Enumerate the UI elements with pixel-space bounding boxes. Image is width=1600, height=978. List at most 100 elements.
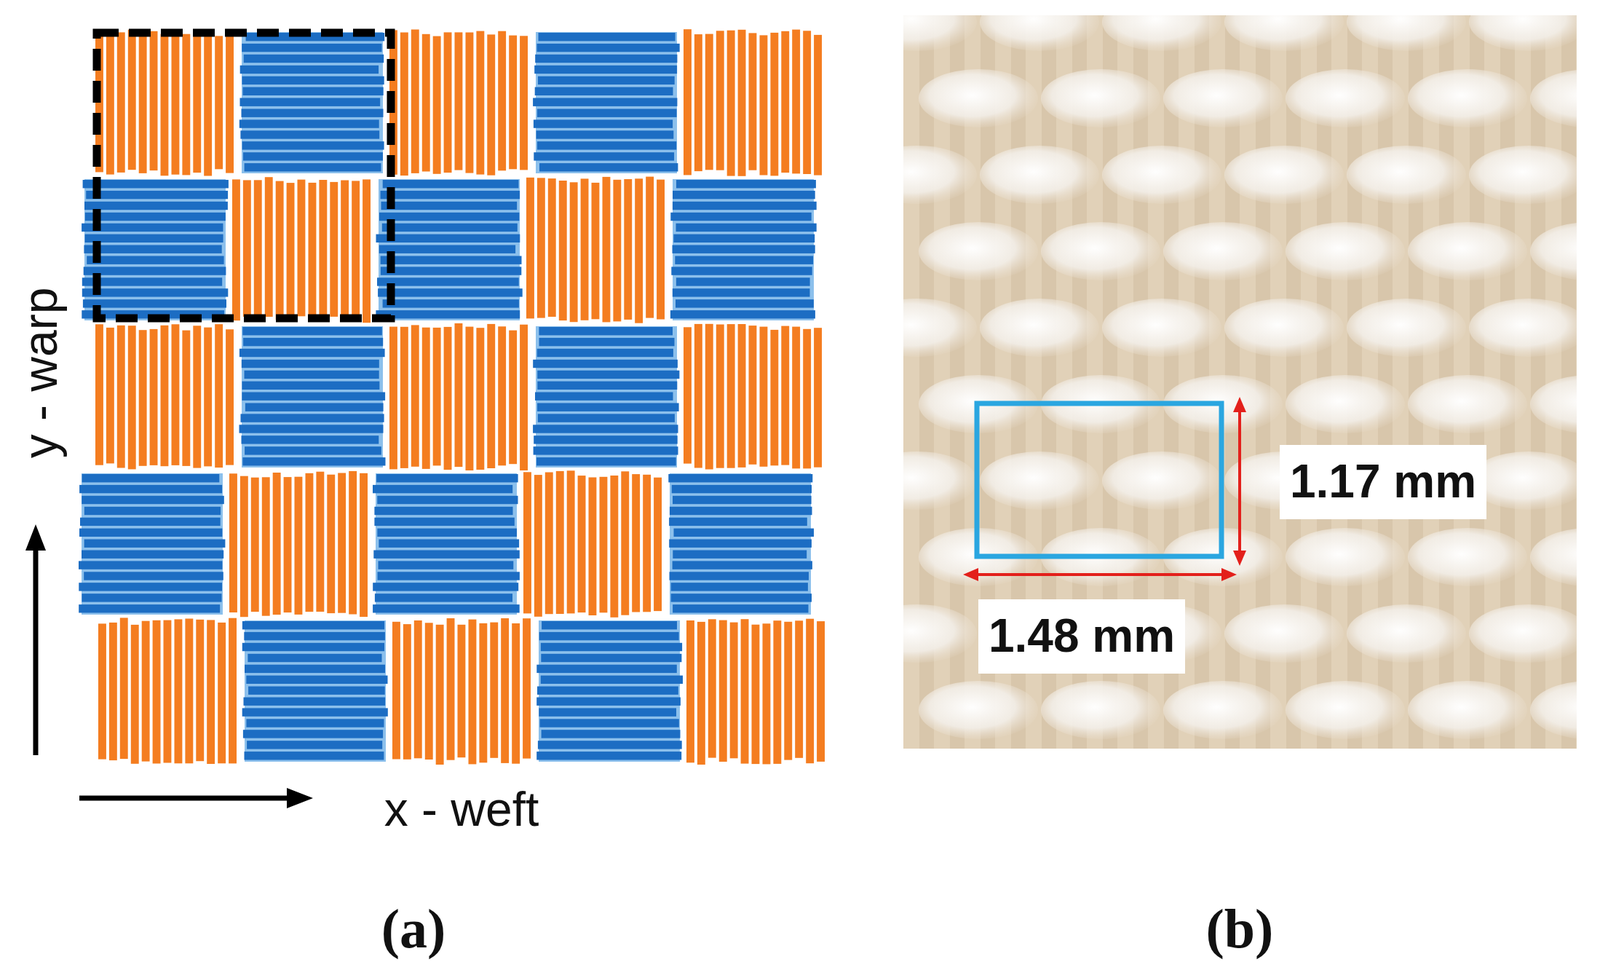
yarn-tuft	[1163, 680, 1283, 739]
weft-yarn	[247, 653, 382, 662]
warp-yarn	[117, 325, 126, 469]
weft-yarn	[85, 212, 226, 221]
warp-yarn	[297, 179, 306, 317]
unit-cell-outline	[96, 32, 391, 319]
warp-yarn	[588, 477, 597, 616]
warp-yarn	[716, 324, 725, 469]
weft-yarn	[670, 212, 811, 221]
weft-yarn	[537, 348, 674, 357]
warp-yarn	[770, 32, 779, 177]
weft-yarn	[668, 517, 808, 526]
dimension-label: 1.17 mm	[1279, 444, 1487, 520]
weft-yarn	[537, 686, 679, 695]
weft-yarn	[240, 98, 381, 107]
warp-yarn	[228, 618, 237, 764]
warp-yarn	[214, 35, 223, 169]
weft-yarn	[242, 707, 388, 716]
dimension-label: 1.48 mm	[978, 599, 1186, 674]
warp-yarn	[446, 618, 455, 760]
weft-yarn	[537, 109, 677, 118]
weft-yarn	[83, 266, 227, 275]
weft-yarn	[536, 751, 682, 760]
warp-yarn	[465, 326, 474, 471]
weft-yarn	[671, 593, 812, 602]
warp-yarn	[794, 620, 803, 758]
warp-yarn	[359, 473, 368, 617]
arrow-head	[286, 787, 314, 809]
warp-yarn	[128, 325, 137, 469]
dimension-line	[973, 572, 1226, 576]
yarn-tuft	[1468, 145, 1577, 204]
warp-yarn	[497, 31, 506, 172]
yarn-tuft	[1285, 680, 1405, 739]
warp-yarn	[181, 34, 190, 176]
weft-yarn	[80, 517, 221, 526]
weft-yarn	[244, 163, 382, 172]
weave-pattern	[78, 29, 825, 765]
weft-yarn	[240, 65, 379, 74]
yarn-tuft	[1040, 222, 1161, 281]
weft-yarn	[380, 190, 521, 199]
weft-yarn	[84, 539, 226, 548]
warp-yarn	[192, 33, 201, 174]
weft-yarn	[536, 130, 675, 139]
weft-yarn	[82, 288, 228, 297]
warp-yarn	[631, 473, 640, 612]
warp-yarn	[489, 622, 498, 758]
warp-yarn	[749, 325, 758, 465]
yarn-tuft	[1040, 69, 1161, 128]
subfigure-label: (a)	[381, 896, 447, 961]
weft-yarn	[239, 119, 380, 128]
warp-yarn	[781, 31, 790, 173]
weft-yarn	[532, 359, 678, 368]
weft-yarn	[532, 424, 678, 433]
arrow-head	[963, 567, 979, 581]
weft-yarn	[376, 234, 521, 243]
weft-yarn	[672, 495, 812, 504]
weft-yarn	[537, 76, 675, 85]
yarn-tuft	[1285, 527, 1405, 586]
warp-yarn	[283, 476, 292, 613]
warp-yarn	[184, 618, 193, 764]
weft-yarn	[374, 506, 513, 515]
warp-yarn	[195, 619, 204, 761]
weft-yarn	[533, 435, 678, 444]
warp-yarn	[537, 177, 546, 318]
weft-yarn	[533, 152, 675, 161]
weft-yarn	[83, 571, 224, 580]
warp-yarn	[519, 324, 528, 471]
weft-yarn	[537, 370, 680, 379]
yarn-tuft	[1468, 15, 1577, 51]
weft-yarn	[540, 642, 683, 651]
yarn-tuft	[1285, 222, 1405, 281]
weft-yarn	[377, 571, 520, 580]
warp-yarn	[171, 323, 180, 466]
warp-yarn	[109, 622, 118, 760]
warp-yarn	[749, 32, 758, 170]
weft-yarn	[676, 179, 817, 188]
weft-yarn	[382, 223, 518, 232]
weft-yarn	[373, 550, 520, 559]
warp-yarn	[305, 473, 314, 612]
yarn-tuft	[903, 298, 977, 357]
weft-yarn	[671, 484, 812, 493]
weft-yarn	[535, 54, 677, 63]
warp-yarn	[217, 622, 226, 763]
weft-yarn	[375, 310, 520, 319]
weft-yarn	[85, 234, 224, 243]
warp-yarn	[478, 623, 487, 763]
weft-yarn	[672, 190, 816, 199]
weft-yarn	[676, 223, 817, 232]
weft-yarn	[85, 190, 228, 199]
weft-yarn	[535, 392, 674, 401]
warp-yarn	[436, 624, 445, 765]
weft-yarn	[243, 337, 383, 346]
weft-yarn	[248, 686, 386, 695]
weft-yarn	[672, 201, 817, 210]
warp-yarn	[813, 34, 822, 176]
weft-yarn	[537, 403, 680, 412]
warp-yarn	[762, 623, 771, 764]
weft-yarn	[372, 582, 519, 591]
warp-yarn	[545, 472, 554, 615]
yarn-tuft	[1530, 69, 1577, 128]
